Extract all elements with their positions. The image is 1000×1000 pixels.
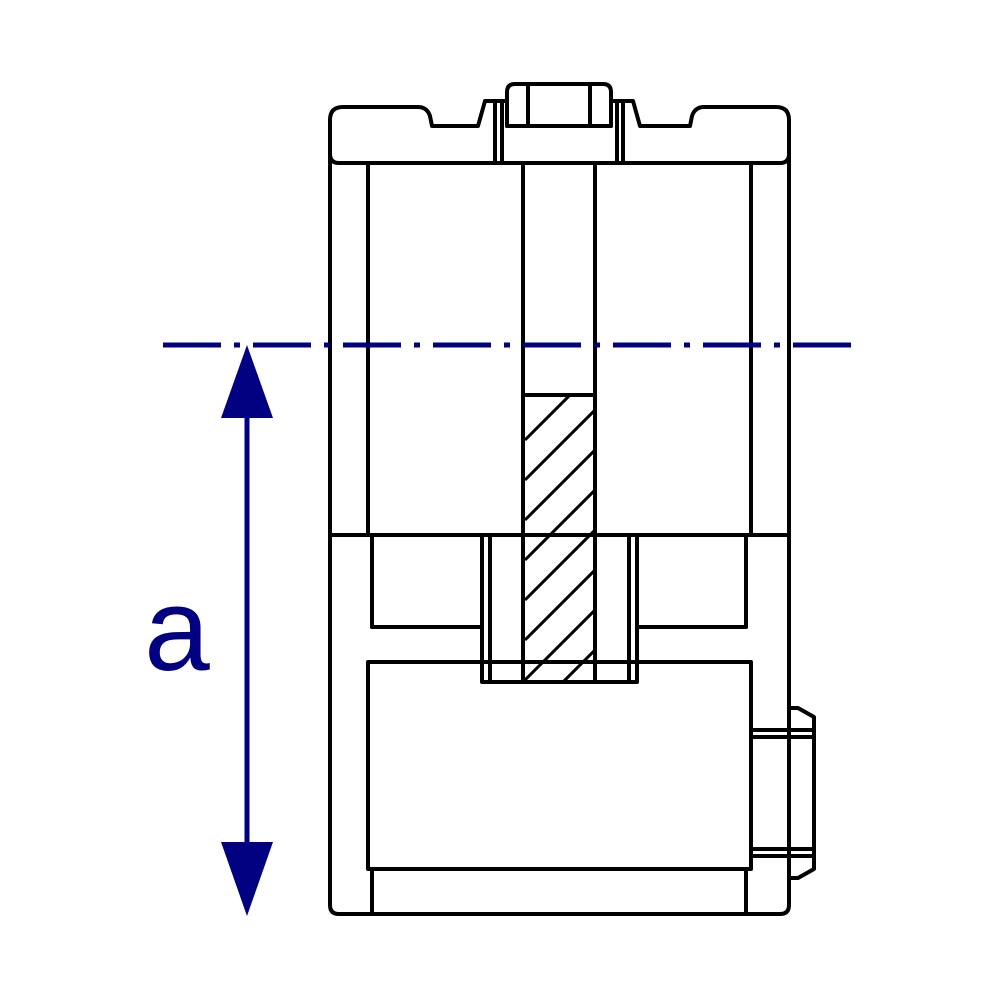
hatched-section [525, 393, 594, 682]
side-lug [787, 706, 816, 880]
body-outline [328, 118, 791, 916]
dimension-label: a [144, 564, 210, 696]
top-cap [328, 82, 791, 165]
dimension-annotation [163, 342, 858, 916]
arrow-down-icon [221, 842, 273, 916]
screw-boss [480, 533, 639, 684]
lower-block [366, 660, 753, 871]
fitting-outline [328, 82, 816, 916]
arrow-up-icon [221, 345, 273, 418]
